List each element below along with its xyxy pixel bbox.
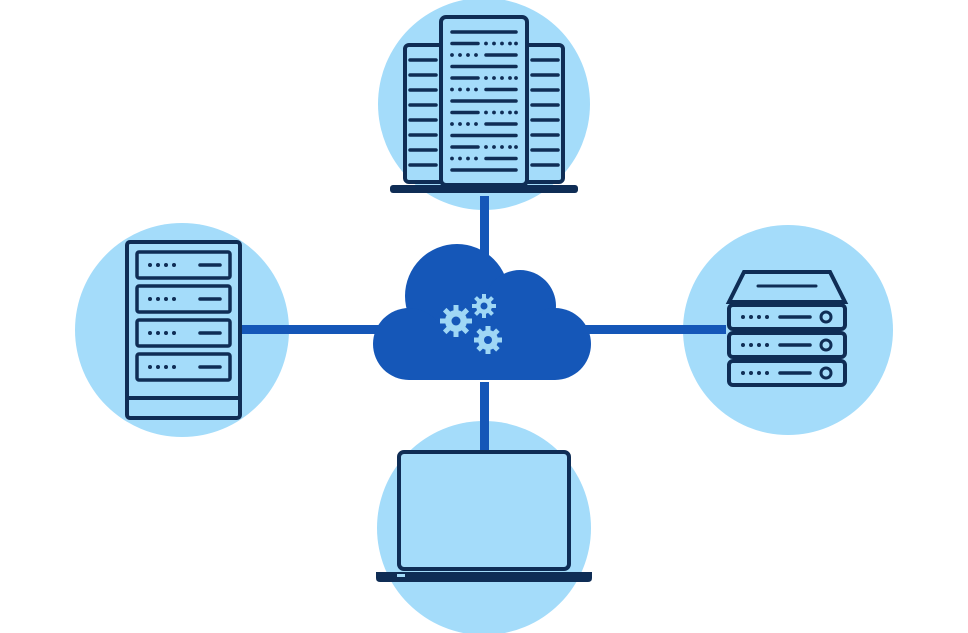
laptop-icon xyxy=(376,450,592,582)
gear-icon-medium xyxy=(474,326,502,354)
gear-icon-large xyxy=(440,305,472,337)
server-stack-icon xyxy=(725,270,849,387)
connector-left xyxy=(236,325,386,334)
cloud-gears-icon xyxy=(373,244,591,380)
connector-top xyxy=(480,196,489,266)
connector-right xyxy=(584,325,726,334)
gear-icon-small xyxy=(472,294,496,318)
connector-bottom xyxy=(480,382,489,454)
data-center-icon xyxy=(390,15,578,193)
server-rack-icon xyxy=(125,240,242,420)
